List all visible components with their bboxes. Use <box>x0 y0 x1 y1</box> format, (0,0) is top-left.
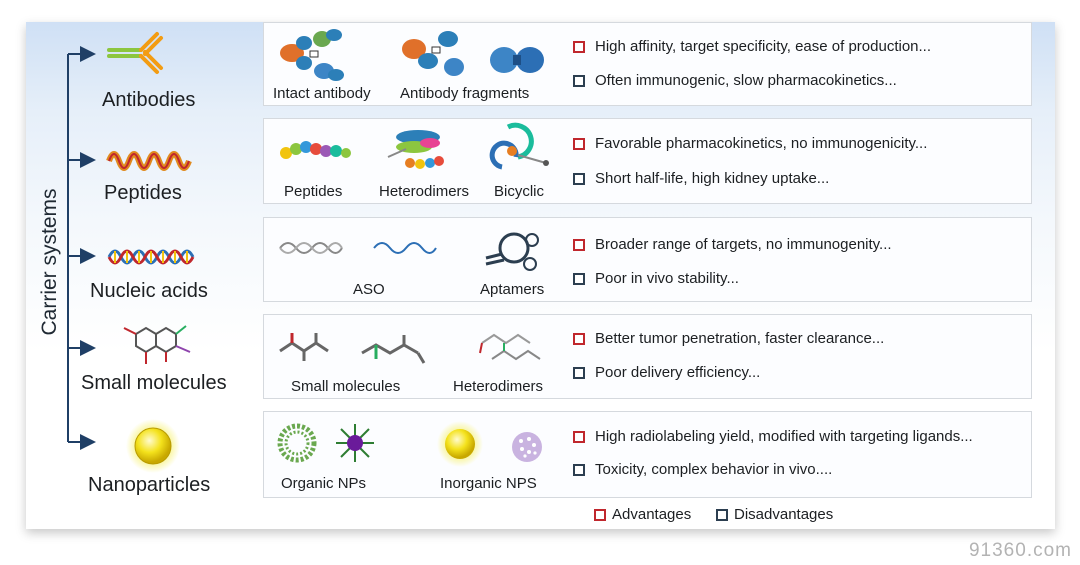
advantage-marker-icon <box>573 41 585 53</box>
peptides-advantage: Favorable pharmacokinetics, no immunogen… <box>573 135 928 152</box>
dna-icon <box>107 249 195 265</box>
intact-antibody-caption: Intact antibody <box>273 85 371 102</box>
aso-strand-icon <box>279 242 343 254</box>
antibody-fragments-icon <box>402 31 464 76</box>
small-molecule-green-icon <box>361 335 426 364</box>
peptides-panel: Peptides Heterodimers Bicyclic Favorable… <box>263 118 1032 204</box>
small-molecules-advantage: Better tumor penetration, faster clearan… <box>573 330 885 347</box>
porous-np-icon <box>512 432 542 462</box>
advantage-marker-icon <box>573 431 585 443</box>
carrier-systems-title: Carrier systems <box>38 188 61 336</box>
disadvantage-marker-icon <box>573 367 585 379</box>
aso-oligo-icon <box>373 242 437 254</box>
disadvantage-marker-icon <box>573 464 585 476</box>
legend-disadvantages: Disadvantages <box>716 506 834 523</box>
disadvantage-legend-icon <box>716 509 728 521</box>
dendrimer-icon <box>336 424 374 462</box>
nucleic-acids-panel: ASO Aptamers Broader range of targets, n… <box>263 217 1032 302</box>
carrier-label-nanoparticles: Nanoparticles <box>88 474 211 496</box>
small-molecules-disadvantage: Poor delivery efficiency... <box>573 364 761 381</box>
antibodies-advantage: High affinity, target specificity, ease … <box>573 38 932 55</box>
nanoparticles-disadvantage: Toxicity, complex behavior in vivo.... <box>573 461 833 478</box>
advantage-legend-icon <box>594 509 606 521</box>
intact-antibody-icon <box>280 29 344 81</box>
small-molecule-heterodimer-icon <box>479 333 541 361</box>
small-molecule-structure-icon <box>279 333 329 361</box>
nucleic-acids-advantage: Broader range of targets, no immunogenit… <box>573 236 892 253</box>
aso-caption: ASO <box>353 281 385 298</box>
carrier-label-antibodies: Antibodies <box>102 89 196 111</box>
peptides-disadvantage-text: Short half-life, high kidney uptake... <box>595 170 830 187</box>
peptide-heterodimers-caption: Heterodimers <box>379 183 470 200</box>
small-molecules-advantage-text: Better tumor penetration, faster clearan… <box>595 330 885 347</box>
disadvantage-marker-icon <box>573 75 585 87</box>
aptamers-caption: Aptamers <box>480 281 545 298</box>
antibody-fragment-dimer-icon <box>490 47 544 73</box>
antibodies-panel: Intact antibody Antibody fragments High … <box>263 22 1032 106</box>
antibody-fragments-caption: Antibody fragments <box>400 85 530 102</box>
legend-advantages: Advantages <box>594 506 692 523</box>
disadvantage-marker-icon <box>573 273 585 285</box>
inorganic-np-icon <box>437 421 483 467</box>
nucleic-acids-advantage-text: Broader range of targets, no immunogenit… <box>595 236 892 253</box>
small-molecule-heterodimers-caption: Heterodimers <box>453 378 544 395</box>
nucleic-acids-disadvantage: Poor in vivo stability... <box>573 270 739 287</box>
antibodies-advantage-text: High affinity, target specificity, ease … <box>595 38 932 55</box>
antibodies-disadvantage-text: Often immunogenic, slow pharmacokinetics… <box>595 72 897 89</box>
advantage-marker-icon <box>573 239 585 251</box>
carrier-label-small-molecules: Small molecules <box>81 372 227 394</box>
peptides-disadvantage: Short half-life, high kidney uptake... <box>573 170 830 187</box>
nanoparticle-icon <box>126 419 180 473</box>
advantage-marker-icon <box>573 138 585 150</box>
inorganic-nps-caption: Inorganic NPS <box>440 475 537 492</box>
liposome-icon <box>277 423 317 463</box>
peptide-beads-icon <box>280 141 351 159</box>
peptides-caption: Peptides <box>284 183 343 200</box>
bicyclic-peptide-icon <box>489 122 549 170</box>
antibody-icon <box>107 32 163 74</box>
nucleic-acids-disadvantage-text: Poor in vivo stability... <box>595 270 739 287</box>
bicyclic-caption: Bicyclic <box>494 183 545 200</box>
organic-nps-caption: Organic NPs <box>281 475 367 492</box>
nanoparticles-advantage: High radiolabeling yield, modified with … <box>573 428 973 445</box>
small-molecule-icon <box>123 325 191 364</box>
legend-disadvantages-label: Disadvantages <box>734 506 834 523</box>
peptide-heterodimer-icon <box>387 130 444 169</box>
small-molecules-disadvantage-text: Poor delivery efficiency... <box>595 364 761 381</box>
legend-advantages-label: Advantages <box>612 506 692 523</box>
peptide-helix-icon <box>106 151 192 171</box>
antibodies-disadvantage: Often immunogenic, slow pharmacokinetics… <box>573 72 897 89</box>
carrier-label-nucleic-acids: Nucleic acids <box>90 280 208 302</box>
nanoparticles-advantage-text: High radiolabeling yield, modified with … <box>595 428 973 445</box>
aptamer-icon <box>485 232 539 271</box>
nanoparticles-panel: Organic NPs Inorganic NPS High radiolabe… <box>263 411 1032 498</box>
watermark: 91360.com <box>968 540 1072 561</box>
carrier-label-peptides: Peptides <box>104 182 182 204</box>
peptides-advantage-text: Favorable pharmacokinetics, no immunogen… <box>595 135 928 152</box>
nanoparticles-disadvantage-text: Toxicity, complex behavior in vivo.... <box>595 461 833 478</box>
disadvantage-marker-icon <box>573 173 585 185</box>
advantage-marker-icon <box>573 333 585 345</box>
small-molecules-panel: Small molecules Heterodimers Better tumo… <box>263 314 1032 399</box>
small-molecules-caption: Small molecules <box>291 378 401 395</box>
